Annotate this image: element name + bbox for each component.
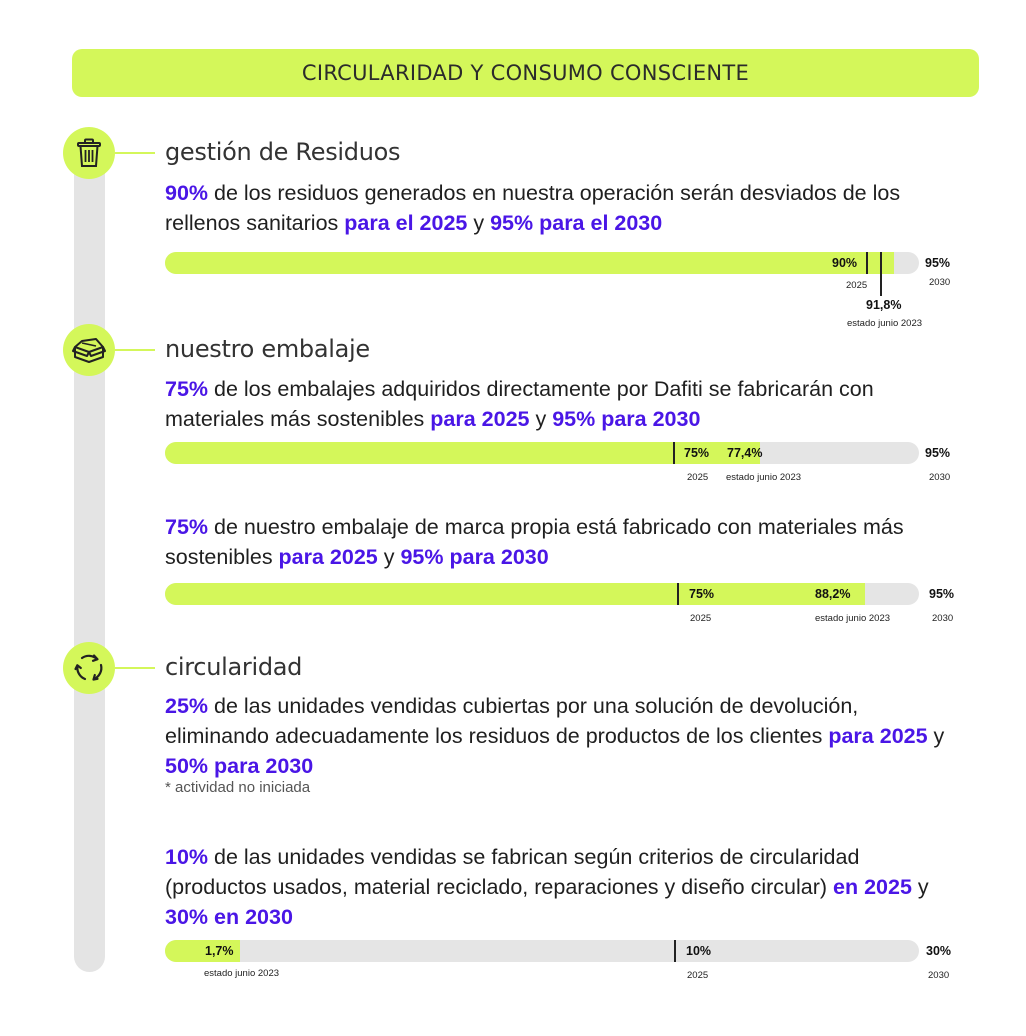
timeline-rail bbox=[74, 150, 105, 972]
highlight-text: 75% bbox=[165, 377, 209, 401]
section-title-embalaje: nuestro embalaje bbox=[165, 335, 370, 363]
target-2030-label: 30% bbox=[926, 944, 952, 958]
status-label: estado junio 2023 bbox=[204, 968, 280, 979]
body-text: de las unidades vendidas cubiertas por u… bbox=[165, 694, 859, 748]
current-value-label: 1,7% bbox=[205, 944, 234, 958]
highlight-text: 30% en 2030 bbox=[165, 905, 293, 929]
target-2030-label: 95% bbox=[925, 446, 951, 460]
current-value-label: 91,8% bbox=[866, 298, 902, 312]
body-text: y bbox=[377, 545, 401, 569]
year-2025-label: 2025 bbox=[690, 613, 712, 624]
connector bbox=[115, 667, 155, 669]
highlight-text: 75% bbox=[165, 515, 209, 539]
highlight-text: para 2025 bbox=[828, 724, 928, 748]
highlight-text: 95% para 2030 bbox=[400, 545, 549, 569]
highlight-text: 10% bbox=[165, 845, 209, 869]
recycle-icon bbox=[73, 652, 105, 684]
highlight-text: para 2025 bbox=[430, 407, 530, 431]
box-icon bbox=[72, 337, 106, 363]
target-2025-label: 75% bbox=[689, 587, 715, 601]
progress-track bbox=[165, 940, 919, 962]
year-2025-label: 2025 bbox=[687, 472, 709, 483]
body-text: y bbox=[529, 407, 553, 431]
target-2025-label: 90% bbox=[832, 256, 858, 270]
target-2025-label: 75% bbox=[684, 446, 710, 460]
progress-fill bbox=[165, 442, 761, 464]
activity-note: * actividad no iniciada bbox=[165, 779, 311, 796]
residuos-paragraph: 90% de los residuos generados en nuestra… bbox=[165, 178, 925, 238]
status-label: estado junio 2023 bbox=[815, 613, 891, 624]
target-2025-marker bbox=[677, 583, 679, 605]
circularidad-paragraph-2: 10% de las unidades vendidas se fabrican… bbox=[165, 842, 955, 932]
trash-icon-badge bbox=[63, 127, 115, 179]
target-2025-label: 10% bbox=[686, 944, 712, 958]
highlight-text: para 2025 bbox=[278, 545, 378, 569]
current-value-label: 88,2% bbox=[815, 587, 851, 601]
page-header: CIRCULARIDAD Y CONSUMO CONSCIENTE bbox=[72, 49, 979, 97]
target-2030-label: 95% bbox=[925, 256, 951, 270]
trash-icon bbox=[75, 138, 103, 168]
current-marker bbox=[880, 252, 882, 296]
recycle-icon-badge bbox=[63, 642, 115, 694]
progress-fill bbox=[165, 252, 894, 274]
target-2030-label: 95% bbox=[929, 587, 955, 601]
year-2030-label: 2030 bbox=[929, 472, 951, 483]
highlight-text: para el 2025 bbox=[344, 211, 468, 235]
year-2030-label: 2030 bbox=[932, 613, 954, 624]
embalaje-paragraph-2: 75% de nuestro embalaje de marca propia … bbox=[165, 512, 955, 572]
body-text: y bbox=[911, 875, 929, 899]
target-2025-marker bbox=[866, 252, 868, 274]
body-text: de las unidades vendidas se fabrican seg… bbox=[165, 845, 860, 899]
highlight-text: 95% para 2030 bbox=[552, 407, 701, 431]
highlight-text: 50% para 2030 bbox=[165, 754, 314, 778]
section-title-circularidad: circularidad bbox=[165, 653, 303, 681]
embalaje-paragraph-1: 75% de los embalajes adquiridos directam… bbox=[165, 374, 935, 434]
status-label: estado junio 2023 bbox=[847, 318, 923, 329]
body-text: de los embalajes adquiridos directamente… bbox=[165, 377, 874, 431]
highlight-text: 90% bbox=[165, 181, 209, 205]
progress-track bbox=[165, 252, 919, 274]
status-label: estado junio 2023 bbox=[726, 472, 802, 483]
year-2025-label: 2025 bbox=[846, 280, 868, 291]
connector bbox=[115, 152, 155, 154]
year-2025-label: 2025 bbox=[687, 970, 709, 981]
progress-track bbox=[165, 442, 919, 464]
progress-fill bbox=[165, 940, 240, 962]
connector bbox=[115, 349, 155, 351]
highlight-text: 25% bbox=[165, 694, 209, 718]
progress-track bbox=[165, 583, 919, 605]
highlight-text: en 2025 bbox=[833, 875, 912, 899]
header-title: CIRCULARIDAD Y CONSUMO CONSCIENTE bbox=[301, 61, 750, 85]
body-text: de nuestro embalaje de marca propia está… bbox=[165, 515, 904, 569]
body-text: y bbox=[467, 211, 491, 235]
body-text: de los residuos generados en nuestra ope… bbox=[165, 181, 901, 235]
highlight-text: 95% para el 2030 bbox=[490, 211, 663, 235]
year-2030-label: 2030 bbox=[928, 970, 950, 981]
section-title-residuos: gestión de Residuos bbox=[165, 138, 401, 166]
circularidad-paragraph-1: 25% de las unidades vendidas cubiertas p… bbox=[165, 691, 965, 781]
target-2025-marker bbox=[673, 442, 675, 464]
progress-fill bbox=[165, 583, 866, 605]
body-text: y bbox=[927, 724, 945, 748]
current-value-label: 77,4% bbox=[727, 446, 763, 460]
box-icon-badge bbox=[63, 324, 115, 376]
year-2030-label: 2030 bbox=[929, 277, 951, 288]
target-2025-marker bbox=[674, 940, 676, 962]
